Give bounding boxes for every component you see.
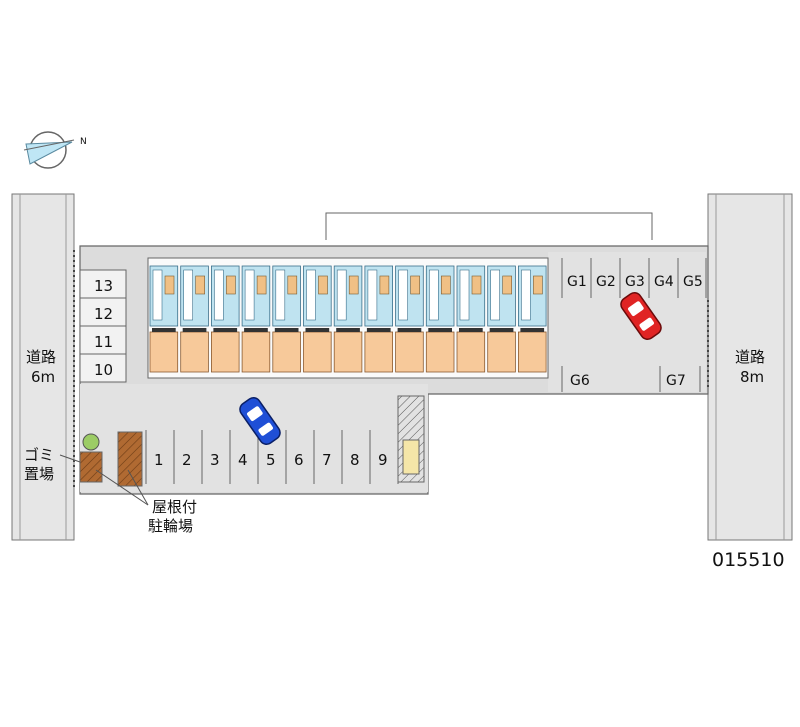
building-unit	[333, 265, 363, 373]
parking-space-11: 11	[94, 333, 113, 351]
building-unit	[364, 265, 393, 373]
parking-space-12: 12	[94, 305, 113, 323]
parking-space-5: 5	[266, 451, 276, 469]
road-right	[707, 193, 793, 541]
bike-shelter-label-line2: 駐輪場	[148, 517, 193, 535]
building-unit	[487, 265, 516, 373]
compass: N	[23, 131, 87, 169]
road-right-label-line1: 道路	[735, 348, 765, 366]
building-unit	[210, 265, 240, 373]
parking-space-g3: G3	[625, 274, 645, 290]
parking-space-6: 6	[294, 451, 304, 469]
garbage-area	[79, 433, 103, 483]
parking-space-10: 10	[94, 361, 113, 379]
parking-space-3: 3	[210, 451, 220, 469]
parking-space-8: 8	[350, 451, 360, 469]
parking-space-g4: G4	[654, 274, 674, 290]
road-left-label-line2: 6m	[31, 368, 55, 386]
garbage-label-line1: ゴミ	[24, 446, 54, 464]
building-unit	[303, 265, 332, 373]
compass-north-label: N	[80, 137, 87, 147]
building-unit	[456, 265, 486, 373]
property-code: 015510	[712, 549, 785, 571]
building-unit	[395, 265, 424, 373]
utility-box	[402, 439, 420, 475]
parking-space-g7: G7	[666, 373, 686, 389]
shrub-icon	[82, 433, 100, 451]
parking-space-9: 9	[378, 451, 388, 469]
garbage-label-line2: 置場	[24, 465, 54, 483]
building-unit	[272, 265, 301, 373]
building-unit	[149, 265, 179, 373]
parking-space-g2: G2	[596, 274, 616, 290]
left-stack-parking	[79, 269, 127, 383]
parking-space-4: 4	[238, 451, 248, 469]
car-red-icon	[620, 292, 662, 340]
bike-shelter	[117, 431, 143, 487]
car-blue-icon	[239, 397, 281, 445]
road-right-label-line2: 8m	[740, 368, 764, 386]
building-unit	[518, 265, 547, 373]
parking-space-2: 2	[182, 451, 192, 469]
parking-space-g1: G1	[567, 274, 587, 290]
apartment-building	[147, 257, 549, 379]
road-left-label-line1: 道路	[26, 348, 56, 366]
parking-space-7: 7	[322, 451, 332, 469]
parking-space-g6: G6	[570, 373, 590, 389]
parking-space-13: 13	[94, 277, 113, 295]
building-unit	[241, 265, 271, 373]
parking-space-g5: G5	[683, 274, 703, 290]
building-unit	[180, 265, 209, 373]
bike-shelter-label-line1: 屋根付	[152, 498, 197, 516]
parking-space-1: 1	[154, 451, 164, 469]
building-unit	[425, 265, 455, 373]
road-left	[11, 193, 75, 541]
